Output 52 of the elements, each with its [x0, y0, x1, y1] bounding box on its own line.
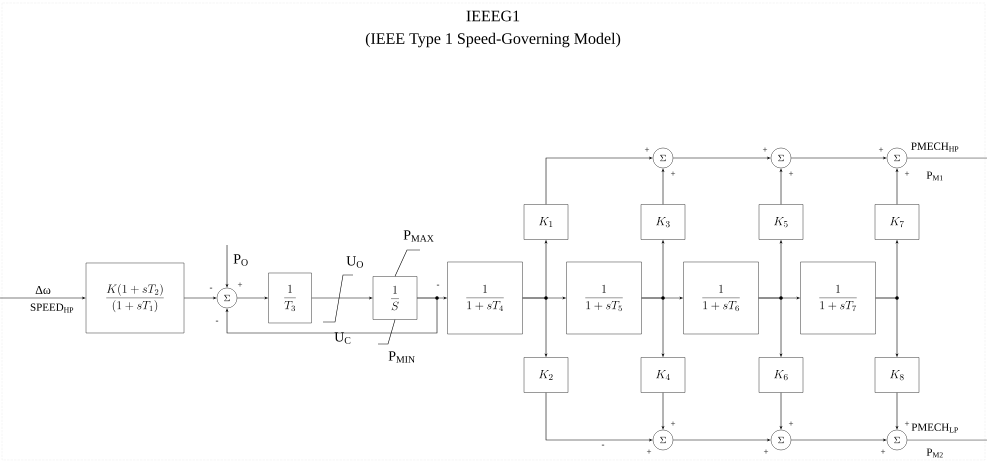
gain-box: $K_{1}$: [524, 204, 568, 240]
summing-junction: $\Sigma$: [886, 148, 908, 168]
sign-label: +: [904, 421, 910, 426]
signal-label: PMECH$_{HP}$: [911, 142, 958, 152]
summing-junction: $\Sigma$: [886, 430, 908, 450]
signal-label: P$_{M1}$: [926, 172, 943, 180]
signal-label: U$_{C}$: [334, 332, 350, 344]
signal-label: P$_{MIN}$: [388, 351, 415, 363]
gain-box: $K_{8}$: [874, 357, 920, 393]
transfer-function-box: $\frac{1}{1+sT_{5}}$: [566, 262, 642, 334]
subtitle: (IEEE Type 1 Speed-Governing Model): [366, 32, 620, 48]
sign-label: +: [788, 421, 794, 426]
summing-junction: $\Sigma$: [216, 288, 238, 308]
sign-label: +: [764, 449, 768, 454]
signal-label: SPEED$_{HP}$: [30, 304, 74, 312]
title: IEEEG1: [466, 10, 520, 22]
gain-box: $K_{5}$: [758, 204, 804, 240]
signal-label: PMECH$_{LP}$: [912, 424, 958, 432]
gain-box: $K_{7}$: [874, 204, 920, 240]
summing-junction: $\Sigma$: [770, 148, 792, 168]
summing-junction: $\Sigma$: [652, 148, 674, 168]
sign-label: -: [216, 320, 218, 322]
arrow: [225, 298, 438, 334]
gain-box: $K_{2}$: [524, 357, 568, 393]
summing-junction: $\Sigma$: [770, 430, 792, 450]
transfer-function-box: $\frac{1}{1+sT_{7}}$: [800, 262, 876, 334]
signal-label: U$_{O}$: [346, 256, 363, 268]
gain-box: $K_{6}$: [758, 357, 804, 393]
gain-box: $K_{3}$: [640, 204, 686, 240]
signal-label: Δω: [36, 286, 50, 294]
sign-label: -: [602, 444, 604, 446]
sign-label: -: [436, 284, 440, 286]
transfer-function-box: $\frac{1}{S}$: [372, 276, 418, 320]
transfer-function-box: $\frac{1}{1+sT_{4}}$: [447, 262, 523, 334]
sign-label: +: [762, 147, 768, 152]
sign-label: +: [880, 449, 886, 454]
transfer-function-box: $\frac{K(1+sT_{2})}{(1+sT_{1})}$: [86, 262, 184, 334]
sign-label: +: [788, 171, 794, 176]
gain-box: $K_{4}$: [640, 357, 686, 393]
sign-label: +: [644, 147, 650, 152]
sign-label: +: [878, 147, 884, 152]
transfer-function-box: $\frac{1}{1+sT_{6}}$: [683, 262, 759, 334]
transfer-function-box: $\frac{1}{T_{3}}$: [268, 272, 312, 324]
sign-label: +: [904, 171, 910, 176]
signal-label: P$_{M2}$: [926, 448, 943, 458]
sign-label: +: [670, 171, 676, 176]
summing-junction: $\Sigma$: [652, 430, 674, 450]
sign-label: +: [670, 421, 676, 426]
sign-label: +: [238, 282, 242, 287]
signal-label: P$_{MAX}$: [404, 230, 434, 242]
sign-label: +: [646, 449, 652, 454]
signal-label: P$_{O}$: [234, 254, 248, 266]
